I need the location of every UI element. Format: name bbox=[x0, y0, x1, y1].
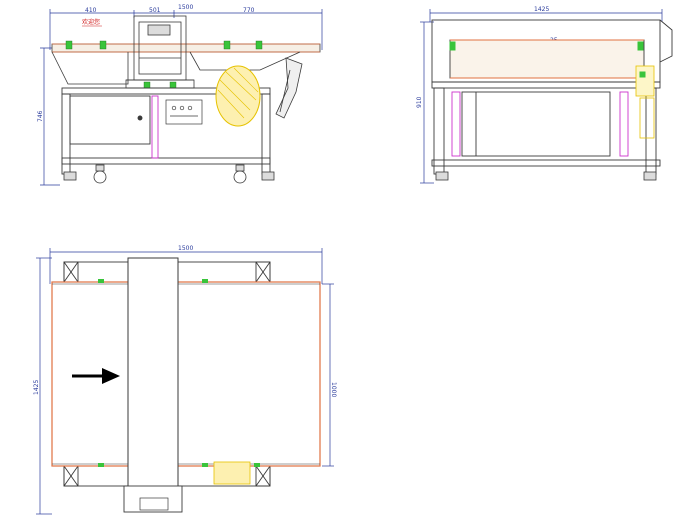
arrow-right-icon bbox=[72, 368, 120, 384]
front-view: 410 501 1500 770 746 欢迎您 bbox=[37, 4, 323, 186]
dim-top-right: 770 bbox=[243, 7, 255, 14]
dim-top: 1500 bbox=[178, 245, 193, 252]
dim-top-mid: 501 bbox=[149, 7, 161, 14]
dim-height: 910 bbox=[416, 96, 423, 108]
dim-top-left: 410 bbox=[85, 7, 97, 14]
side-view: 1425 910 700 25 bbox=[416, 6, 673, 184]
red-label: 欢迎您 bbox=[82, 18, 100, 26]
dim-right: 1000 bbox=[330, 382, 337, 397]
dim-top-total: 1500 bbox=[178, 4, 193, 11]
dim-height: 746 bbox=[37, 110, 44, 122]
dim-left: 1425 bbox=[33, 380, 40, 395]
dim-top: 1425 bbox=[534, 6, 549, 13]
top-view: 1500 1425 1000 bbox=[33, 245, 337, 515]
